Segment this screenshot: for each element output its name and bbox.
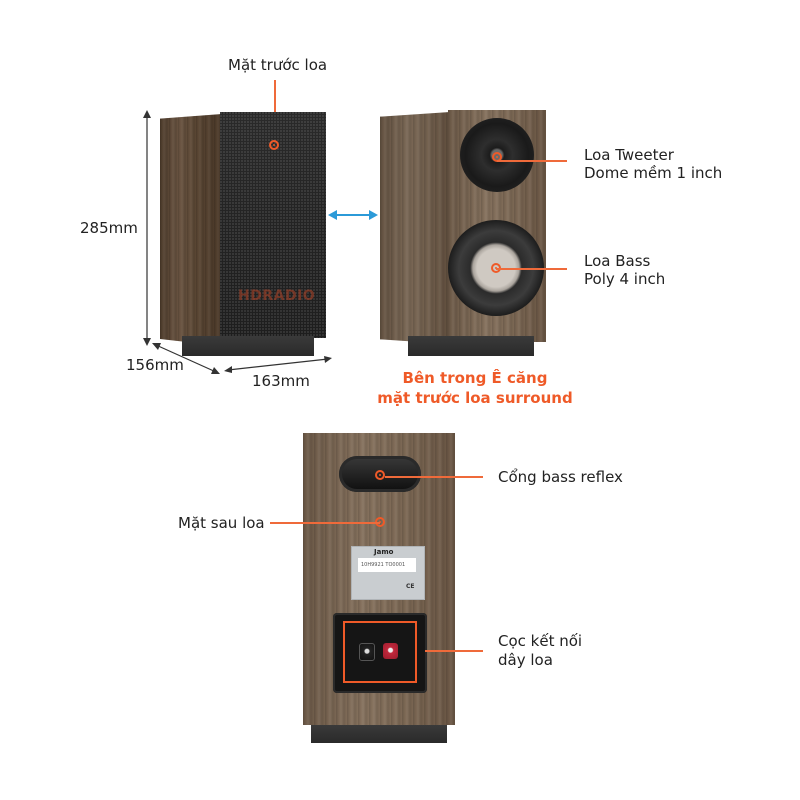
terminal-highlight-box xyxy=(343,621,417,683)
black-terminal-post xyxy=(359,643,375,661)
inner-speaker-side-panel xyxy=(380,112,450,344)
comparison-double-arrow-icon xyxy=(328,210,378,220)
rear-speaker-base xyxy=(311,725,447,743)
plate-serial: 10H9921 TO0001 xyxy=(361,562,406,568)
product-label-plate: Jamo 10H9921 TO0001 CE xyxy=(351,546,425,600)
front-callout-line xyxy=(274,80,276,138)
rear-callout-line xyxy=(270,522,380,524)
rear-speaker: Jamo 10H9921 TO0001 CE xyxy=(303,433,455,745)
port-callout-dot xyxy=(375,470,385,480)
port-label: Cổng bass reflex xyxy=(498,468,623,486)
plate-serial-box: 10H9921 TO0001 xyxy=(358,558,416,572)
bass-label-line1: Loa Bass xyxy=(584,252,651,270)
front-speaker-base xyxy=(182,336,314,356)
inner-view-caption-line1: Bên trong Ê căng xyxy=(402,369,548,387)
front-callout-dot xyxy=(269,140,279,150)
depth-dimension-label: 156mm xyxy=(126,356,184,374)
ce-mark-icon: CE xyxy=(406,583,415,590)
port-callout-line xyxy=(385,476,483,478)
height-dimension-arrow xyxy=(143,110,151,346)
front-speaker-side-panel xyxy=(160,114,222,346)
plate-brand-logo: Jamo xyxy=(374,548,394,556)
tweeter-callout-line xyxy=(497,160,567,162)
bass-label-line2: Poly 4 inch xyxy=(584,270,666,288)
inner-speaker-base xyxy=(408,336,534,356)
red-terminal-post xyxy=(383,643,398,659)
tweeter-label-line2: Dome mềm 1 inch xyxy=(584,164,723,182)
front-speaker: HDRADIO xyxy=(160,108,330,358)
width-dimension-arrow xyxy=(224,356,332,373)
terminal-label-line2: dây loa xyxy=(498,651,553,669)
height-dimension-label: 285mm xyxy=(80,219,138,237)
front-view-title: Mặt trước loa xyxy=(228,56,328,74)
terminal-plate xyxy=(333,613,427,693)
bass-callout-line xyxy=(496,268,567,270)
rear-label: Mặt sau loa xyxy=(178,514,265,532)
watermark-logo: HDRADIO xyxy=(238,288,316,304)
tweeter-label-line1: Loa Tweeter xyxy=(584,146,674,164)
terminal-label-line1: Cọc kết nối xyxy=(498,632,583,650)
depth-dimension-arrow xyxy=(152,343,220,374)
terminal-callout-line xyxy=(425,650,483,652)
inner-view-caption-line2: mặt trước loa surround xyxy=(377,389,573,407)
width-dimension-label: 163mm xyxy=(252,372,310,390)
inner-speaker xyxy=(380,108,550,358)
